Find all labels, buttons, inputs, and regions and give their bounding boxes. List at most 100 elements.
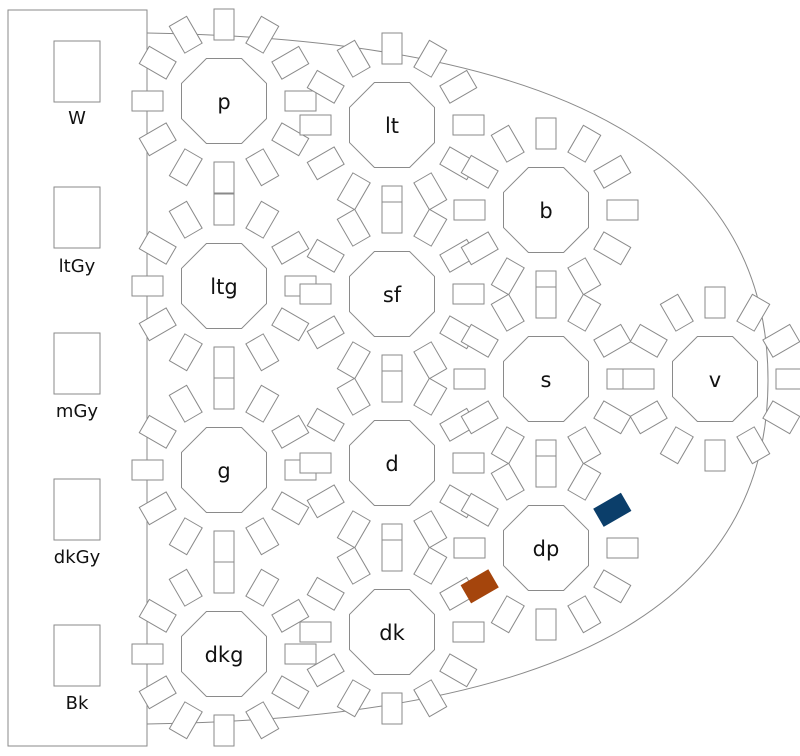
seat[interactable] [138,491,177,526]
seat-highlighted[interactable] [460,569,499,604]
seat[interactable] [245,384,280,423]
seat[interactable] [593,400,632,435]
seat[interactable] [413,679,448,718]
seat[interactable] [168,701,203,740]
seat[interactable] [299,621,332,643]
seat[interactable] [453,537,486,559]
seat[interactable] [138,598,177,633]
seat[interactable] [336,679,371,718]
table-dk[interactable]: dk [299,539,485,725]
seat[interactable] [336,377,371,416]
seat[interactable] [138,675,177,710]
seat[interactable] [460,400,499,435]
seat[interactable] [213,530,235,563]
seat[interactable] [168,333,203,372]
seat[interactable] [245,333,280,372]
seat[interactable] [762,400,800,435]
seat[interactable] [629,400,668,435]
seat[interactable] [535,286,557,319]
seat[interactable] [413,546,448,585]
seat[interactable] [736,293,771,332]
table-ltg[interactable]: ltg [131,193,317,379]
seat[interactable] [622,368,655,390]
seat[interactable] [413,510,448,549]
seat[interactable] [567,595,602,634]
seat[interactable] [567,124,602,163]
seat[interactable] [452,452,485,474]
seat[interactable] [704,439,726,472]
seat[interactable] [567,257,602,296]
table-b[interactable]: b [453,117,639,303]
seat[interactable] [593,231,632,266]
seat[interactable] [131,459,164,481]
seat[interactable] [284,90,317,112]
seat[interactable] [567,293,602,332]
seat[interactable] [413,172,448,211]
seat[interactable] [659,426,694,465]
seat[interactable] [413,39,448,78]
seat[interactable] [299,114,332,136]
seat[interactable] [306,69,345,104]
table-s[interactable]: s [453,286,639,472]
seat[interactable] [490,462,525,501]
seat[interactable] [138,414,177,449]
table-g[interactable]: g [131,377,317,563]
seat[interactable] [336,546,371,585]
seat[interactable] [299,452,332,474]
seat[interactable] [606,537,639,559]
seat[interactable] [306,484,345,519]
seat[interactable] [490,257,525,296]
seat[interactable] [213,561,235,594]
seat[interactable] [736,426,771,465]
seat[interactable] [460,154,499,189]
seat[interactable] [381,539,403,572]
seat[interactable] [306,576,345,611]
seat[interactable] [593,569,632,604]
seat[interactable] [245,568,280,607]
seat[interactable] [306,146,345,181]
table-dp[interactable]: dp [453,455,639,641]
table-sf[interactable]: sf [299,201,485,387]
seat[interactable] [245,15,280,54]
seat[interactable] [213,377,235,410]
seat[interactable] [138,307,177,342]
seat[interactable] [336,510,371,549]
seat[interactable] [271,122,310,157]
seat[interactable] [490,124,525,163]
seat[interactable] [381,692,403,725]
seat[interactable] [271,45,310,80]
seat[interactable] [629,323,668,358]
seat[interactable] [213,714,235,747]
seat[interactable] [413,208,448,247]
seat[interactable] [271,598,310,633]
seat[interactable] [131,90,164,112]
seat[interactable] [413,341,448,380]
seat[interactable] [271,675,310,710]
seat[interactable] [704,286,726,319]
seat[interactable] [775,368,800,390]
seat-highlighted[interactable] [593,492,632,527]
seat[interactable] [567,426,602,465]
seat[interactable] [452,621,485,643]
seat[interactable] [271,307,310,342]
seat[interactable] [460,231,499,266]
seat[interactable] [138,230,177,265]
seat[interactable] [460,492,499,527]
seat[interactable] [168,200,203,239]
seat[interactable] [452,114,485,136]
seat[interactable] [131,275,164,297]
table-p[interactable]: p [131,8,317,194]
seat[interactable] [271,414,310,449]
seat[interactable] [245,701,280,740]
seat[interactable] [490,426,525,465]
seat[interactable] [245,200,280,239]
seat[interactable] [381,32,403,65]
seat[interactable] [213,193,235,226]
seat[interactable] [245,148,280,187]
seat[interactable] [336,39,371,78]
seat[interactable] [381,370,403,403]
seat[interactable] [306,315,345,350]
seat[interactable] [306,407,345,442]
seat[interactable] [413,377,448,416]
seat[interactable] [213,8,235,41]
